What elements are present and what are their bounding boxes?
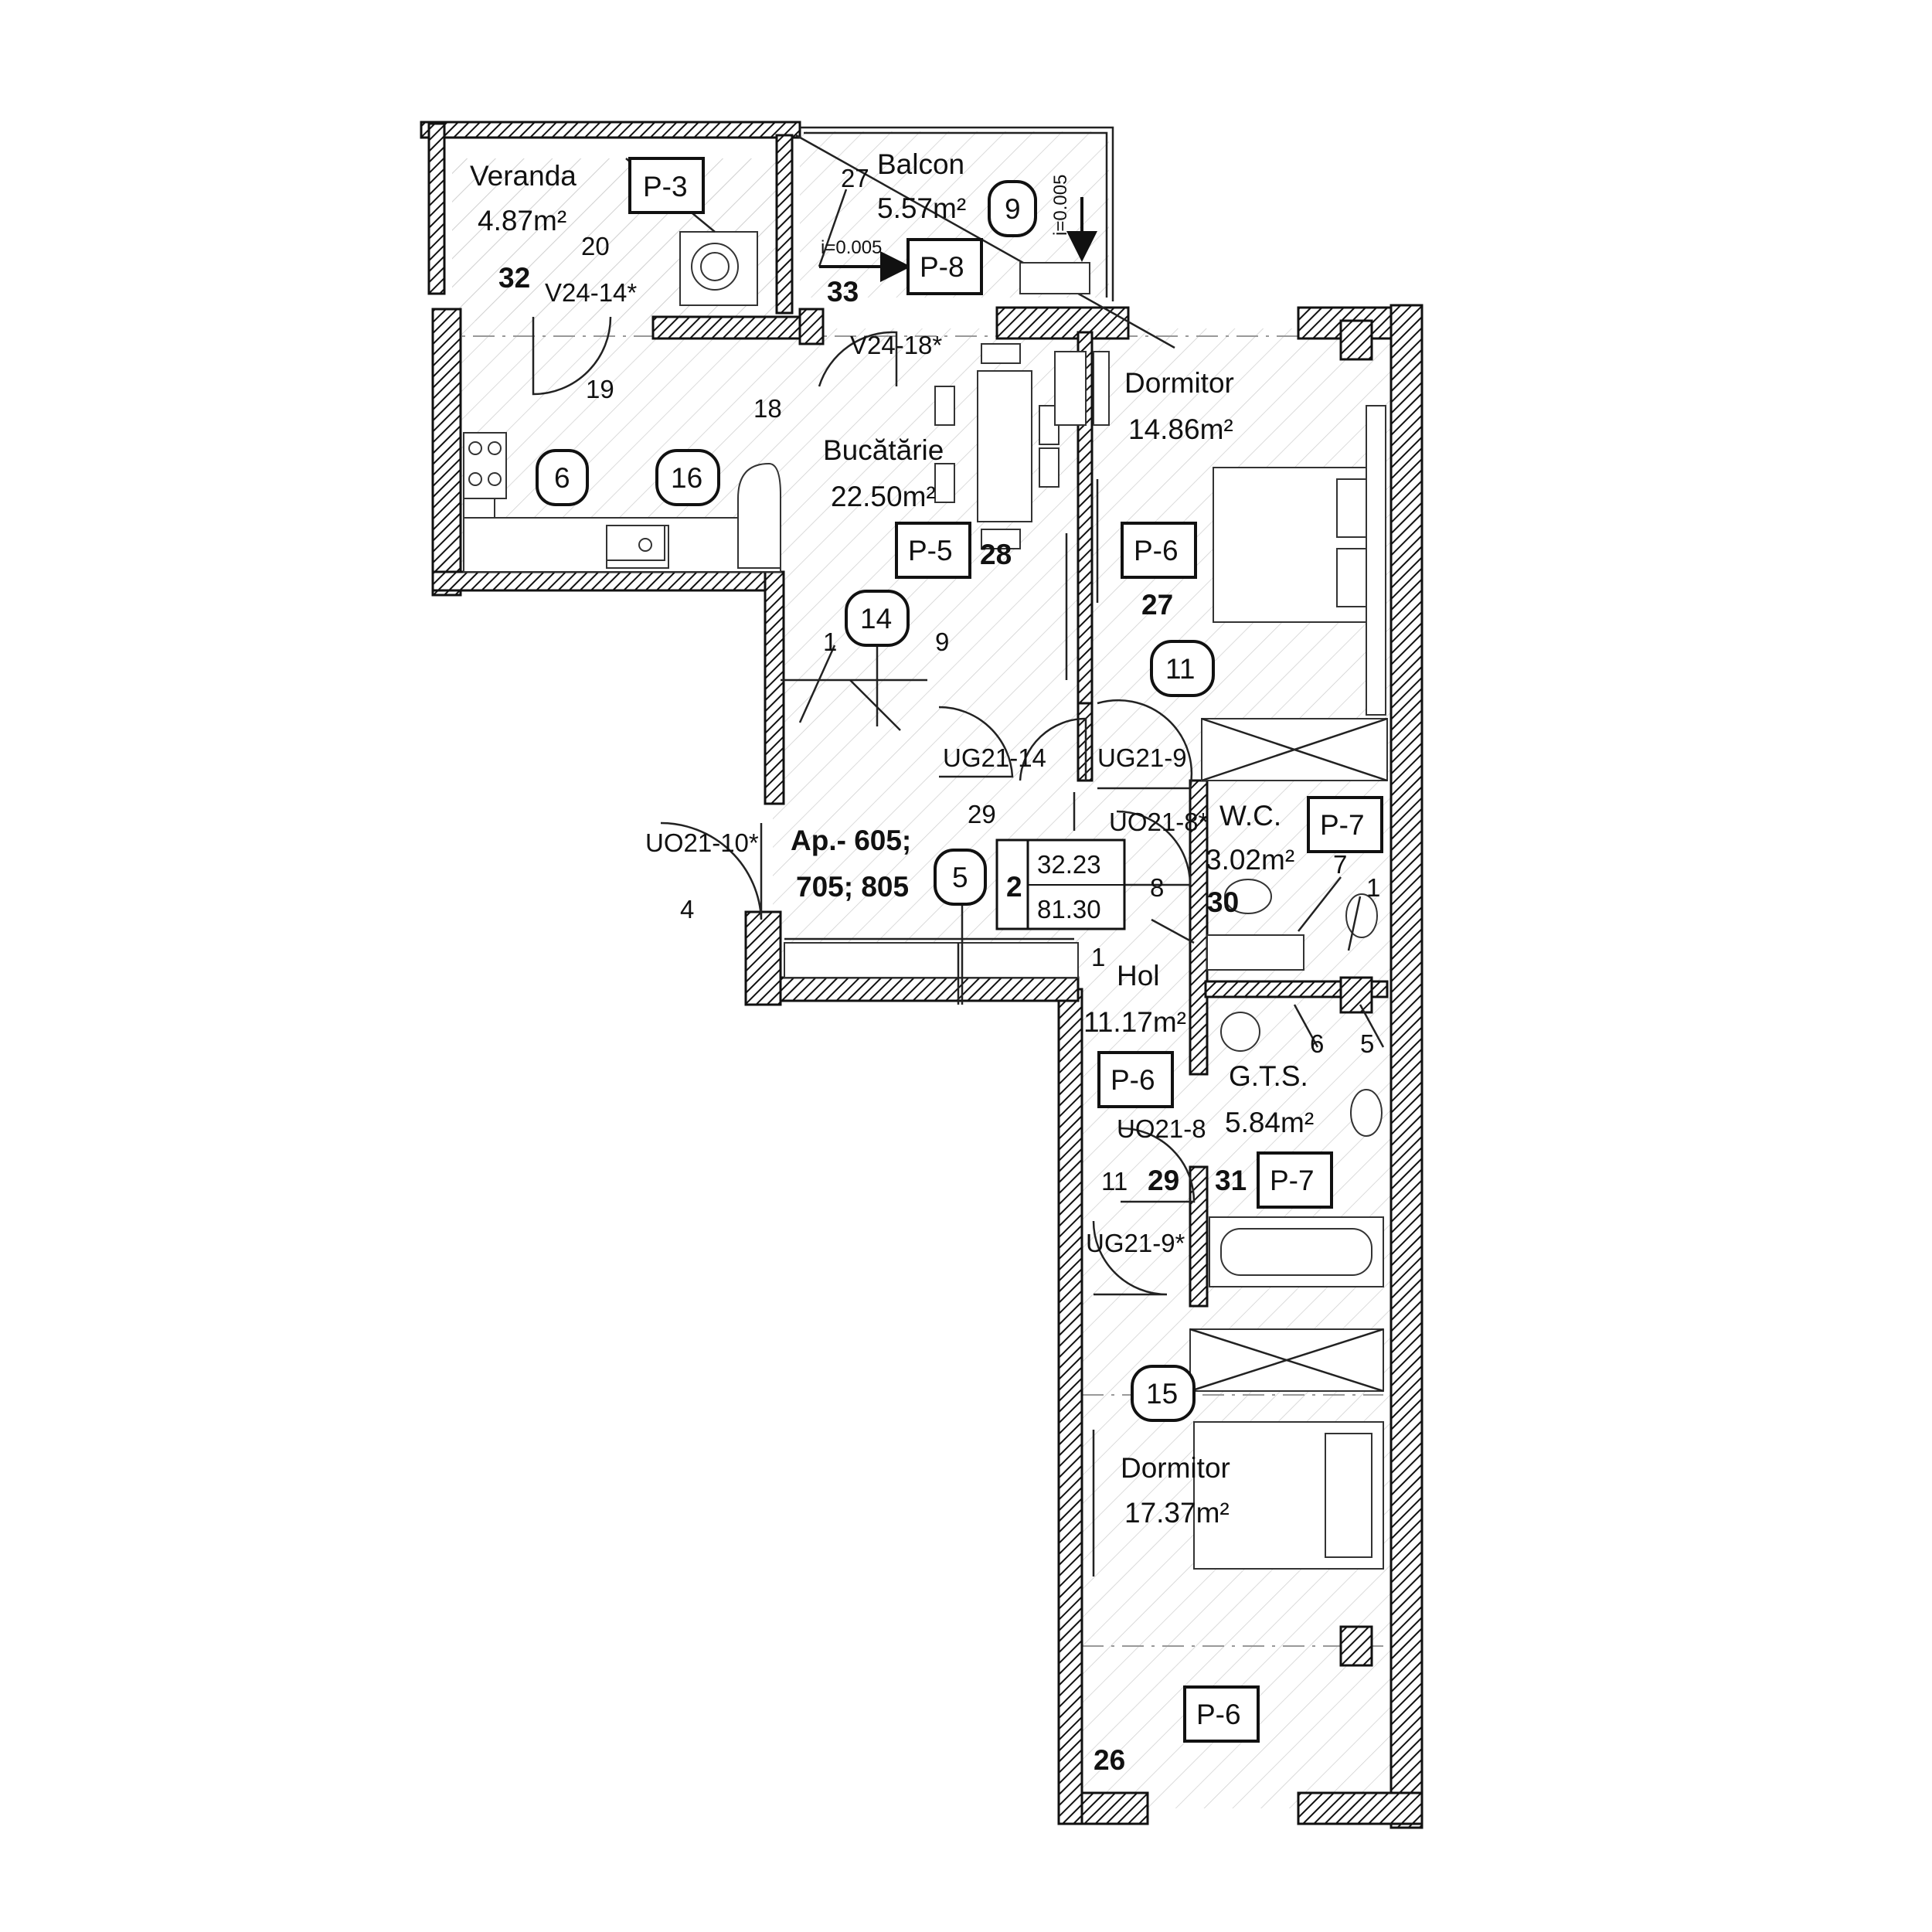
bold-number-32: 32: [498, 262, 530, 294]
leader-number-20: 20: [581, 232, 610, 260]
floor-tag-p5: P-5: [908, 535, 953, 566]
walls: [420, 121, 1423, 1829]
slope-label-b: i=0.005: [1050, 175, 1071, 236]
circle-tag-6: 6: [554, 462, 570, 494]
leader-number-9: 9: [935, 628, 949, 656]
leader-number-1c: 1: [1091, 943, 1105, 971]
door-label-uo21-8s: UO21-8*: [1109, 808, 1209, 836]
leader-number-18: 18: [753, 394, 782, 423]
circle-tag-14: 14: [860, 603, 892, 634]
circle-tag-5: 5: [952, 862, 968, 893]
door-label-ug21-9: UG21-9: [1097, 743, 1187, 772]
leader-number-1b: 1: [1366, 873, 1380, 902]
balcon-name: Balcon: [877, 148, 964, 180]
leader-number-19: 19: [586, 375, 614, 403]
gts-name: G.T.S.: [1229, 1060, 1308, 1092]
dormitor1-name: Dormitor: [1124, 367, 1234, 399]
gts-area: 5.84m²: [1225, 1107, 1314, 1138]
hol-area: 11.17m²: [1083, 1006, 1186, 1038]
leader-number-7: 7: [1333, 850, 1347, 879]
leader-number-29: 29: [968, 800, 996, 828]
balcon-area: 5.57m²: [877, 192, 966, 224]
room-labels: Veranda 4.87m² Balcon 5.57m² Bucătărie 2…: [470, 148, 1314, 1529]
leader-number-11: 11: [1101, 1167, 1128, 1196]
total-area: 81.30: [1037, 895, 1101, 923]
apartment-line1: Ap.- 605;: [791, 825, 911, 856]
balcony-railing: [795, 126, 1175, 349]
floor-tag-p6b: P-6: [1111, 1064, 1155, 1096]
leader-numbers: 27 20 19 18 1 9 29 4 8 7 1 1 6 5 11: [581, 164, 1380, 1196]
bold-number-30: 30: [1207, 886, 1239, 918]
dormitor2-area: 17.37m²: [1124, 1497, 1230, 1529]
veranda-name: Veranda: [470, 160, 577, 192]
bucatarie-name: Bucătărie: [823, 434, 944, 466]
bucatarie-area: 22.50m²: [831, 481, 936, 512]
bold-numbers: 32 33 28 27 30 29 31 26: [498, 262, 1247, 1776]
bold-number-26: 26: [1094, 1744, 1125, 1776]
door-label-ug21-9s: UG21-9*: [1086, 1229, 1185, 1257]
floor-tag-p7a: P-7: [1320, 809, 1365, 841]
bold-number-28: 28: [980, 539, 1012, 570]
wc-area: 3.02m²: [1206, 844, 1294, 876]
leader-number-5: 5: [1360, 1029, 1374, 1058]
door-label-ug21-14: UG21-14: [943, 743, 1046, 772]
floor-tag-p7b: P-7: [1270, 1165, 1315, 1196]
leader-number-27: 27: [841, 164, 869, 192]
slope-labels: i=0.005 i=0.005: [821, 175, 1071, 258]
leader-number-4: 4: [680, 895, 694, 923]
floor-tags: P-3 P-8 P-5 P-6 P-6 P-6 P-7 P-7: [628, 157, 1383, 1743]
dormitor2-name: Dormitor: [1121, 1452, 1230, 1484]
apartment-line2: 705; 805: [796, 871, 909, 903]
door-label-uo21-8: UO21-8: [1117, 1114, 1206, 1143]
floor-tag-p6c: P-6: [1196, 1699, 1241, 1730]
rooms-count: 2: [1006, 871, 1022, 903]
wc-name: W.C.: [1219, 800, 1281, 832]
slope-label-a: i=0.005: [821, 237, 882, 258]
dormitor1-area: 14.86m²: [1128, 413, 1233, 445]
bold-number-33: 33: [827, 276, 859, 308]
doors: [532, 316, 1196, 1296]
door-label-v24-18: V24-18*: [850, 331, 942, 359]
circle-tag-11: 11: [1165, 653, 1195, 685]
circle-tag-16: 16: [671, 462, 702, 494]
leader-number-6: 6: [1310, 1029, 1324, 1058]
circle-tags: 9 6 16 14 11 5 15: [536, 180, 1215, 1422]
bold-number-27: 27: [1141, 589, 1173, 621]
veranda-area: 4.87m²: [478, 205, 566, 236]
floor-tag-p6a: P-6: [1134, 535, 1179, 566]
bold-number-31: 31: [1215, 1165, 1247, 1196]
door-label-v24-14: V24-14*: [545, 278, 637, 307]
circle-tag-9: 9: [1005, 193, 1021, 225]
leader-number-8: 8: [1150, 873, 1164, 902]
bold-number-29: 29: [1148, 1165, 1179, 1196]
apartment-info: Ap.- 605; 705; 805 2 32.23 81.30: [791, 825, 1126, 930]
door-label-uo21-10: UO21-10*: [645, 828, 759, 857]
hol-name: Hol: [1117, 960, 1160, 992]
leader-number-1a: 1: [823, 628, 837, 656]
slope-arrows: [819, 197, 1097, 282]
floor-tag-p8: P-8: [920, 251, 964, 283]
floor-tag-p3: P-3: [643, 171, 688, 202]
living-area: 32.23: [1037, 850, 1101, 879]
circle-tag-15: 15: [1146, 1378, 1178, 1410]
door-labels: V24-14* V24-18* UG21-14 UG21-9 UO21-10* …: [545, 278, 1209, 1257]
furniture: [463, 231, 1388, 1577]
